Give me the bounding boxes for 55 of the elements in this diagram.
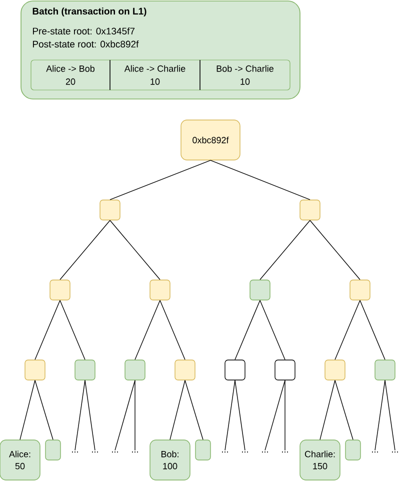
tree-edge xyxy=(134,380,136,451)
hash-box xyxy=(350,280,370,300)
tree-edge xyxy=(320,380,336,440)
tree-edge xyxy=(310,220,360,280)
root-hash-box: 0xbc892f xyxy=(180,120,240,160)
tree-edge xyxy=(60,220,110,280)
hash-box xyxy=(195,440,211,460)
tree-edge xyxy=(334,380,354,440)
tree-edge xyxy=(374,380,386,451)
tree-edge xyxy=(170,380,186,440)
hash-box xyxy=(74,360,96,380)
tree-edge xyxy=(34,380,54,440)
tree-edge xyxy=(264,380,286,451)
hash-box xyxy=(224,360,246,380)
hash-box xyxy=(50,280,70,300)
tree-edge xyxy=(34,300,60,360)
table-cell: Alice -> Charlie 10 xyxy=(124,65,186,85)
account-box: Charlie: 150 xyxy=(300,440,340,480)
hash-box xyxy=(174,360,196,380)
hash-box xyxy=(374,360,396,380)
tree-edge xyxy=(60,300,86,360)
tree-edge xyxy=(360,300,386,360)
tree-edge xyxy=(384,380,396,451)
table-cell: Alice -> Bob 20 xyxy=(46,65,94,85)
tree-edge xyxy=(74,380,86,451)
hash-box xyxy=(24,360,46,380)
tree-edge xyxy=(210,160,310,200)
tree-edge xyxy=(20,380,36,440)
tree-edge xyxy=(234,300,260,360)
hash-box xyxy=(300,200,320,220)
tree-edge xyxy=(260,300,286,360)
account-box: Alice: 50 xyxy=(0,440,40,480)
hash-box xyxy=(100,200,120,220)
hash-box xyxy=(274,360,296,380)
hash-box xyxy=(150,280,170,300)
table xyxy=(30,60,290,90)
tree-edge xyxy=(110,220,160,280)
tree-edge xyxy=(284,380,286,451)
hash-box xyxy=(345,440,361,460)
hash-box xyxy=(45,440,61,460)
tree-edge xyxy=(234,380,246,451)
tree-edge xyxy=(134,300,160,360)
hash-box xyxy=(124,360,146,380)
tree-edge xyxy=(160,300,186,360)
tree-edge xyxy=(260,220,310,280)
tree-edge xyxy=(84,380,96,451)
tree-edge xyxy=(334,300,360,360)
tree-edge xyxy=(224,380,236,451)
hash-box xyxy=(324,360,346,380)
hash-box xyxy=(250,280,270,300)
tree-edge xyxy=(110,160,211,200)
tree-edge xyxy=(184,380,204,440)
account-box: Bob: 100 xyxy=(150,440,190,480)
table-cell: Bob -> Charlie 10 xyxy=(216,65,274,85)
tree-edge xyxy=(114,380,136,451)
